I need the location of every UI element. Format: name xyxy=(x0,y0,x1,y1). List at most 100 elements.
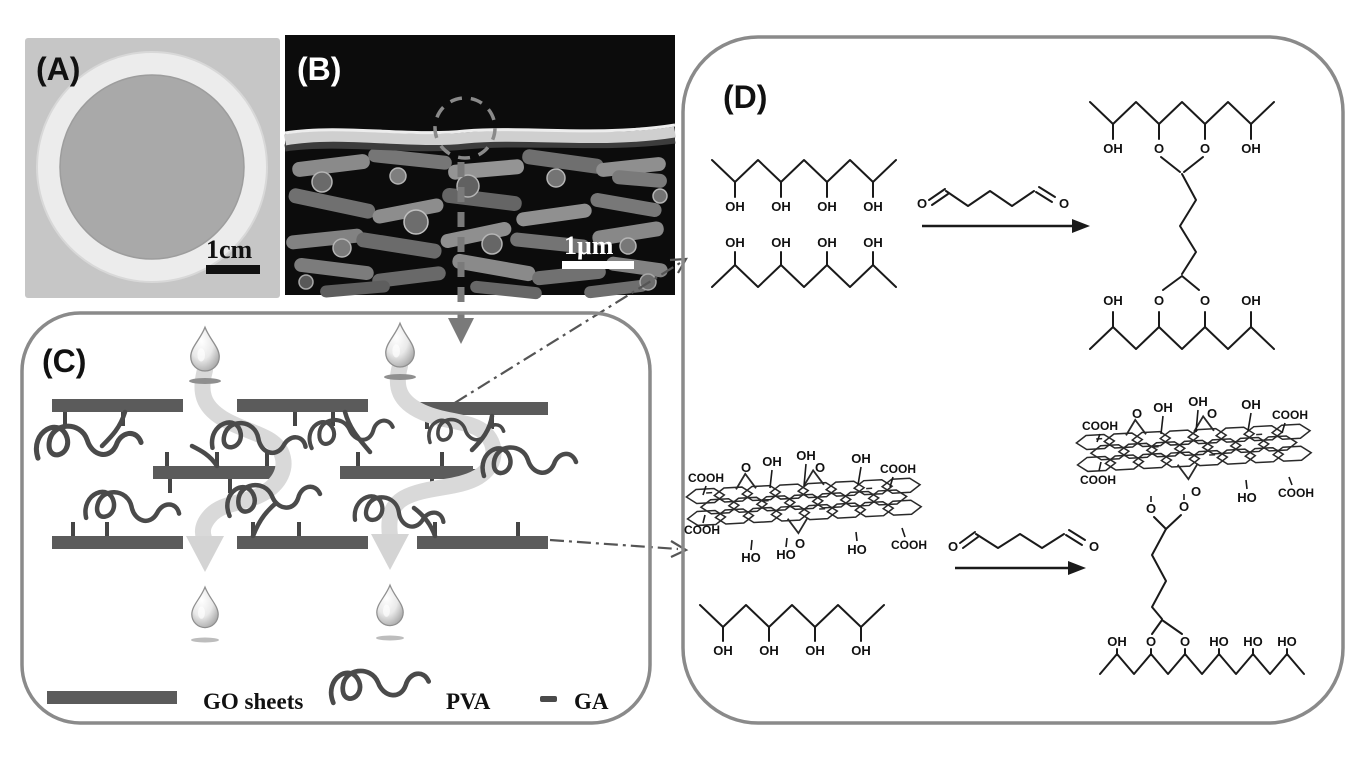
oh-label: OH xyxy=(863,199,883,214)
o-label: O xyxy=(1146,634,1156,649)
oh-label: OH xyxy=(851,643,871,658)
pva-chain-reactant-go: OH OH OH OH xyxy=(699,604,885,658)
cooh-label: COOH xyxy=(1272,408,1308,422)
legend-go-bar xyxy=(47,691,177,704)
o-label: O xyxy=(1154,293,1164,308)
oh-label: OH xyxy=(1103,141,1123,156)
glutaraldehyde-top: O O xyxy=(917,186,1090,233)
o-label: O xyxy=(1207,406,1217,421)
pva-chain-reactant-top: OH OH OH OH xyxy=(711,159,897,214)
cooh-label: COOH xyxy=(1080,473,1116,487)
oh-label: OH xyxy=(771,235,791,250)
cooh-label: COOH xyxy=(1278,486,1314,500)
oh-label: OH xyxy=(1153,400,1173,415)
oh-label: OH xyxy=(1188,394,1208,409)
panel-d-reactions: (D) OH OH OH OH OH OH OH OH O O xyxy=(681,35,1345,725)
o-label: O xyxy=(1200,293,1210,308)
go-pva-product: COOH O OH OH O OH COOH COOH O HO COOH O … xyxy=(1075,394,1314,675)
ho-label: HO xyxy=(1277,634,1297,649)
oh-label: OH xyxy=(759,643,779,658)
panel-d-label: (D) xyxy=(723,79,767,115)
oh-label: OH xyxy=(1241,397,1261,412)
scale-bar-1cm-label: 1cm xyxy=(206,235,253,264)
o-label: O xyxy=(1200,141,1210,156)
oh-label: OH xyxy=(725,199,745,214)
oh-label: OH xyxy=(1107,634,1127,649)
legend-ga-label: GA xyxy=(574,689,609,714)
panel-a-label: (A) xyxy=(36,51,80,87)
water-droplets xyxy=(189,322,416,643)
oh-label: OH xyxy=(851,451,871,466)
oh-label: OH xyxy=(1103,293,1123,308)
membrane-disc xyxy=(59,74,245,260)
legend-ga-dash xyxy=(540,696,557,702)
droplet-bottom-right xyxy=(376,584,404,627)
panel-c-schematic: (C) xyxy=(20,311,652,725)
o-label: O xyxy=(1179,499,1189,514)
o-label: O xyxy=(1180,634,1190,649)
scale-bar-1um-label: 1μm xyxy=(564,231,614,260)
o-label: O xyxy=(795,536,805,551)
droplet-top-left xyxy=(190,326,220,372)
pva-chain-reactant-bottom: OH OH OH OH xyxy=(711,235,897,288)
panel-b-sem: (B) 1μm xyxy=(284,35,676,300)
oh-label: OH xyxy=(1241,293,1261,308)
crosslinked-pva-product: OH O O OH OH O O OH xyxy=(1089,101,1275,350)
cooh-label: COOH xyxy=(1082,419,1118,433)
oh-label: OH xyxy=(725,235,745,250)
o-label: O xyxy=(1059,196,1069,211)
panel-d-border xyxy=(681,35,1345,725)
cooh-label: COOH xyxy=(688,471,724,485)
ho-label: HO xyxy=(776,547,796,562)
panel-c-legend: GO sheets PVA GA xyxy=(47,666,609,714)
ho-label: HO xyxy=(1243,634,1263,649)
oh-label: OH xyxy=(713,643,733,658)
o-label: O xyxy=(1191,484,1201,499)
flow-arrow-right xyxy=(371,534,409,570)
highlight-dashed-circle xyxy=(433,96,497,160)
cooh-label: COOH xyxy=(880,462,916,476)
oh-label: OH xyxy=(771,199,791,214)
o-label: O xyxy=(1154,141,1164,156)
oh-label: OH xyxy=(796,448,816,463)
o-label: O xyxy=(815,460,825,475)
panel-c-border xyxy=(20,311,652,725)
panel-a-photo: (A) 1cm xyxy=(25,38,280,298)
legend-pva-label: PVA xyxy=(446,689,491,714)
ho-label: HO xyxy=(847,542,867,557)
pva-reaction-connector xyxy=(431,257,688,418)
ho-label: HO xyxy=(1209,634,1229,649)
cooh-label: COOH xyxy=(684,523,720,537)
oh-label: OH xyxy=(1241,141,1261,156)
o-label: O xyxy=(1146,501,1156,516)
zoom-detail-arrow xyxy=(448,162,474,344)
oh-label: OH xyxy=(805,643,825,658)
oh-label: OH xyxy=(817,199,837,214)
glutaraldehyde-bottom: O O xyxy=(948,529,1099,575)
oh-label: OH xyxy=(817,235,837,250)
cooh-label: COOH xyxy=(891,538,927,552)
sem-fibers xyxy=(286,148,668,300)
o-label: O xyxy=(741,460,751,475)
o-label: O xyxy=(948,539,958,554)
panel-b-label: (B) xyxy=(297,51,341,87)
scale-bar-1cm xyxy=(206,265,260,274)
go-sheet-bars xyxy=(52,399,548,549)
o-label: O xyxy=(1089,539,1099,554)
oh-label: OH xyxy=(762,454,782,469)
sem-top-membrane-layer xyxy=(284,123,676,152)
droplet-top-right xyxy=(385,322,415,368)
scale-bar-1um xyxy=(562,261,634,269)
go-reaction-connector xyxy=(549,538,689,558)
droplet-bottom-left xyxy=(191,586,219,629)
o-label: O xyxy=(917,196,927,211)
legend-go-label: GO sheets xyxy=(203,689,303,714)
flow-arrow-left xyxy=(186,536,224,572)
ho-label: HO xyxy=(1237,490,1257,505)
go-sheet-reactant: COOH O OH OH O OH COOH COOH HO HO O HO C… xyxy=(684,448,927,565)
ho-label: HO xyxy=(741,550,761,565)
legend-pva-squiggle xyxy=(330,666,430,703)
pva-chains xyxy=(36,409,576,539)
panel-c-label: (C) xyxy=(42,343,86,379)
